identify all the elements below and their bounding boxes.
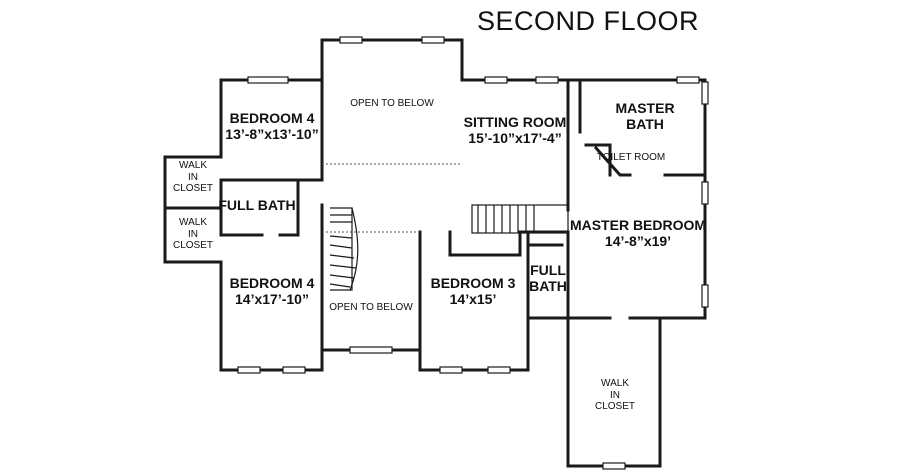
room-dimensions: 14’x15’ — [449, 291, 497, 308]
plan-title: SECOND FLOOR — [476, 6, 700, 36]
room-bedroom-4-upper: BEDROOM 4 13’-8”x13’-10” — [222, 110, 322, 142]
room-sitting-room: SITTING ROOM 15’-10”x17’-4” — [462, 114, 568, 146]
room-name-line-1: WALK — [179, 160, 207, 171]
room-name: SITTING ROOM — [463, 114, 567, 130]
room-toilet-room: TOILET ROOM — [596, 152, 666, 163]
room-walk-in-closet-master: WALK IN CLOSET — [570, 378, 660, 413]
open-to-below-rail — [322, 163, 462, 233]
room-name-line-2: IN — [188, 228, 198, 240]
room-name-line-2: IN — [610, 389, 620, 401]
room-dimensions: 14’-8”x19’ — [604, 233, 672, 250]
room-name: BEDROOM 4 — [229, 110, 315, 126]
room-name-line-2: BATH — [626, 116, 664, 133]
windows — [237, 36, 709, 470]
room-name-line-1: MASTER — [615, 100, 675, 116]
room-name-line-3: CLOSET — [594, 401, 635, 412]
room-name-line-1: WALK — [179, 217, 207, 228]
room-name: BEDROOM 4 — [229, 275, 315, 291]
room-name-line-2: BATH — [529, 278, 567, 295]
room-dimensions: 13’-8”x13’-10” — [225, 126, 319, 143]
room-name-line-3: CLOSET — [172, 240, 213, 251]
room-name-line-1: FULL — [530, 262, 566, 278]
room-bedroom-3: BEDROOM 3 14’x15’ — [420, 275, 526, 307]
room-open-to-below-top: OPEN TO BELOW — [350, 98, 434, 109]
room-name-line-1: WALK — [601, 378, 629, 389]
room-name: BEDROOM 3 — [430, 275, 516, 291]
room-open-to-below-bottom: OPEN TO BELOW — [329, 302, 413, 313]
room-dimensions: 14’x17’-10” — [235, 291, 309, 308]
room-walk-in-closet-2: WALK IN CLOSET — [165, 217, 221, 252]
room-name-line-3: CLOSET — [172, 183, 213, 194]
stair-upper — [471, 204, 569, 234]
room-name-line-2: IN — [188, 171, 198, 183]
room-full-bath-left: FULL BATH — [218, 197, 296, 213]
room-dimensions: 15’-10”x17’-4” — [468, 130, 562, 147]
room-walk-in-closet-1: WALK IN CLOSET — [165, 160, 221, 195]
room-master-bath: MASTER BATH — [590, 100, 700, 132]
room-master-bedroom: MASTER BEDROOM 14’-8”x19’ — [568, 217, 708, 249]
stair-lower — [329, 207, 359, 291]
room-name: MASTER BEDROOM — [569, 217, 707, 233]
exterior-walls — [163, 38, 707, 468]
room-bedroom-4-lower: BEDROOM 4 14’x17’-10” — [222, 275, 322, 307]
room-full-bath-right: FULL BATH — [528, 262, 568, 294]
